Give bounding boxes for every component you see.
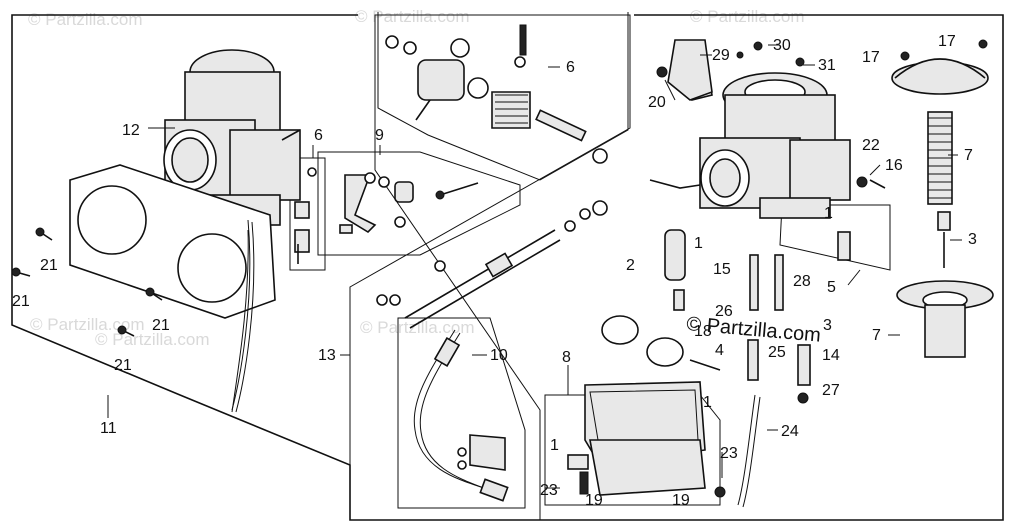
choke-cable — [413, 329, 509, 502]
watermark-layer: © Partzilla.com © Partzilla.com © Partzi… — [28, 7, 805, 349]
throttle-shaft — [376, 200, 608, 329]
watermark: © Partzilla.com — [95, 330, 210, 349]
callout-3: 3 — [823, 317, 832, 334]
callout-14: 14 — [822, 347, 840, 364]
callout-24: 24 — [781, 423, 799, 440]
float-chamber-parts — [567, 229, 721, 496]
group-10-box — [397, 317, 526, 509]
callout-7: 7 — [964, 147, 973, 164]
throttle-linkage-parts — [385, 24, 608, 164]
callout-23: 23 — [540, 482, 558, 499]
callout-22: 22 — [862, 137, 880, 154]
callout-1: 1 — [694, 235, 703, 252]
callout-17: 17 — [938, 33, 956, 50]
callout-16: 16 — [885, 157, 903, 174]
vent-tube — [231, 229, 249, 413]
watermark: © Partzilla.com — [355, 7, 470, 26]
callout-3: 3 — [968, 231, 977, 248]
screw-parts-21 — [11, 227, 163, 337]
callout-6: 6 — [566, 59, 575, 76]
vacuum-piston-parts — [891, 39, 994, 358]
callout-8: 8 — [562, 349, 571, 366]
callout-1: 1 — [703, 394, 712, 411]
callout-1: 1 — [550, 437, 559, 454]
callout-27: 27 — [822, 382, 840, 399]
callout-20: 20 — [648, 94, 666, 111]
callout-19: 19 — [672, 492, 690, 509]
jets-and-screws — [714, 176, 886, 508]
leader-lines — [107, 44, 962, 489]
callout-23: 23 — [720, 445, 738, 462]
callout-2: 2 — [626, 257, 635, 274]
callout-19: 19 — [585, 492, 603, 509]
group-6-box — [377, 12, 629, 181]
callout-5: 5 — [827, 279, 836, 296]
group-6-left-parts — [294, 167, 317, 264]
watermark: © Partzilla.com — [360, 318, 475, 337]
watermark: © Partzilla.com — [28, 10, 143, 29]
callout-12: 12 — [122, 122, 140, 139]
callout-26: 26 — [715, 303, 733, 320]
callout-9: 9 — [375, 127, 384, 144]
callout-10: 10 — [490, 347, 508, 364]
callout-11: 11 — [100, 420, 117, 437]
callout-21: 21 — [152, 317, 170, 334]
group-9-parts — [339, 172, 479, 234]
callout-6: 6 — [314, 127, 323, 144]
gasket-plate — [69, 164, 276, 413]
callout-17: 17 — [862, 49, 880, 66]
callout-21: 21 — [114, 357, 132, 374]
callout-30: 30 — [773, 37, 791, 54]
callout-18: 18 — [694, 323, 712, 340]
callout-labels: 12 6 9 6 21 21 21 21 11 13 10 8 1 1 23 1… — [12, 33, 977, 509]
carburetor-body-right — [649, 61, 851, 219]
callout-4: 4 — [715, 342, 724, 359]
group-9-box — [317, 151, 521, 256]
callout-29: 29 — [712, 47, 730, 64]
callout-15: 15 — [713, 261, 731, 278]
callout-13: 13 — [318, 347, 336, 364]
callout-21: 21 — [12, 293, 30, 310]
watermark: © Partzilla.com — [690, 7, 805, 26]
group-5-box — [779, 204, 891, 271]
callout-7: 7 — [872, 327, 881, 344]
callout-21: 21 — [40, 257, 58, 274]
callout-25: 25 — [768, 344, 786, 361]
callout-28: 28 — [793, 273, 811, 290]
callout-31: 31 — [818, 57, 836, 74]
watermark: © Partzilla.com — [30, 315, 145, 334]
callout-1: 1 — [824, 205, 833, 222]
